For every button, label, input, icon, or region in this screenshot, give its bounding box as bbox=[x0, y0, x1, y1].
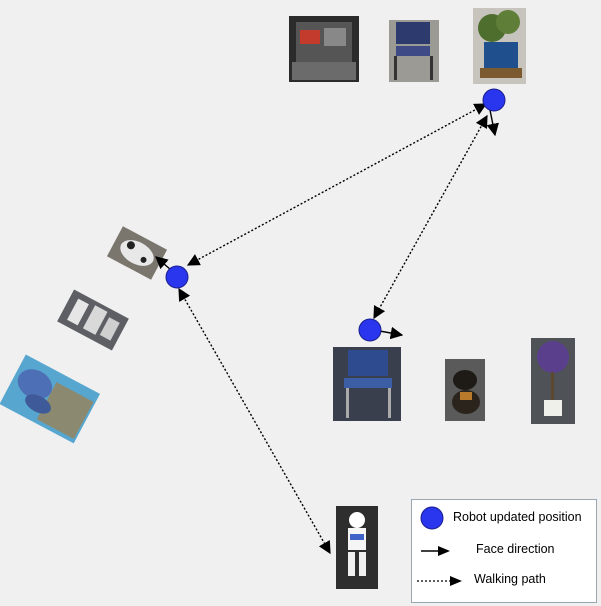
face-direction-arrow-icon bbox=[421, 546, 450, 556]
robot-position-marker bbox=[482, 88, 506, 112]
walking-path-arrow-icon bbox=[417, 576, 462, 586]
robot-chassis-photo bbox=[289, 16, 359, 82]
elephant-plush-photo bbox=[0, 354, 100, 444]
face-direction-arrow bbox=[486, 109, 499, 137]
legend-item-robot-position: Robot updated position bbox=[412, 504, 598, 530]
legend-label-robot-position: Robot updated position bbox=[453, 510, 582, 524]
toy-dog-photo bbox=[445, 359, 485, 421]
legend: Robot updated position Face direction Wa… bbox=[411, 499, 597, 603]
legend-label-face-direction: Face direction bbox=[476, 542, 555, 556]
dog-plush-photo bbox=[106, 226, 168, 280]
legend-item-walking-path: Walking path bbox=[412, 568, 598, 594]
potted-plant-photo bbox=[473, 8, 526, 84]
purple-flower-photo bbox=[531, 338, 575, 424]
robot-positions bbox=[165, 88, 506, 342]
nao-robot-photo bbox=[336, 506, 378, 589]
legend-label-walking-path: Walking path bbox=[474, 572, 546, 586]
walking-path-dog-to-nao bbox=[178, 287, 331, 555]
walking-path-dog-to-plant bbox=[186, 103, 488, 266]
nao-robot-parts-photo bbox=[57, 289, 129, 351]
walking-paths bbox=[178, 103, 488, 555]
legend-item-face-direction: Face direction bbox=[412, 538, 598, 564]
robot-position-marker bbox=[358, 318, 382, 342]
walking-path-plant-to-chair bbox=[373, 114, 488, 320]
chair-photo bbox=[389, 20, 439, 82]
robot-marker-icon bbox=[420, 506, 444, 530]
blue-chair-photo bbox=[333, 347, 401, 421]
robot-position-marker bbox=[165, 265, 189, 289]
